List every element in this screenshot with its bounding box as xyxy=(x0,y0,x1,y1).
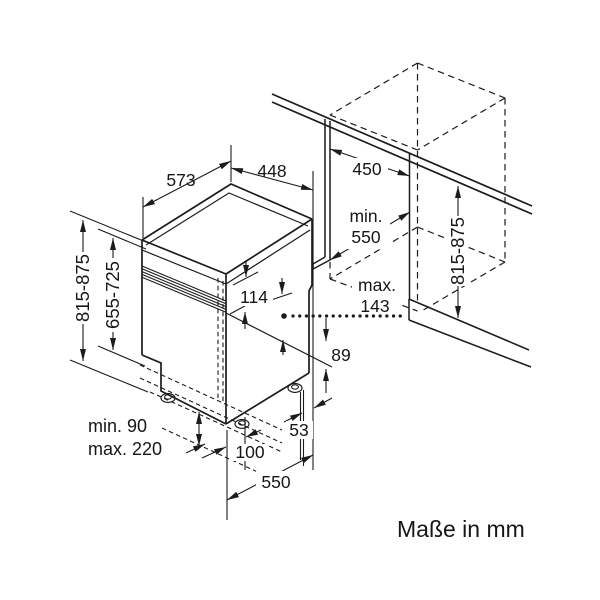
label-backgrounds xyxy=(73,158,467,491)
hinge-dotted-line xyxy=(281,313,406,319)
worktop xyxy=(271,93,533,215)
dim-niche-width: 450 xyxy=(352,159,381,179)
dim-top-width: 448 xyxy=(257,161,286,181)
dishwasher-body xyxy=(141,183,313,425)
control-panel-band xyxy=(141,265,227,313)
dim-height-range: 815-875 xyxy=(72,254,93,322)
dimension-labels: 573 448 450 min. 550 max. 143 114 89 53 … xyxy=(72,159,525,542)
dim-niche-height-range: 815-875 xyxy=(447,217,468,285)
dim-front-height-range: 655-725 xyxy=(102,261,123,329)
dim-door-max-value: 143 xyxy=(360,296,389,316)
dim-base-depth: 550 xyxy=(261,472,290,492)
dim-control-panel: 114 xyxy=(240,287,268,307)
dim-front-foot-offset: 100 xyxy=(235,442,264,462)
adjustable-feet xyxy=(160,382,303,430)
niche-plinth xyxy=(408,298,532,368)
dim-door-max-label: max. xyxy=(358,275,396,295)
dim-top-depth: 573 xyxy=(166,170,195,190)
units-note: Maße in mm xyxy=(397,516,525,542)
dim-plinth-max: max. 220 xyxy=(88,439,162,459)
niche-side-panel xyxy=(312,119,331,270)
dim-rear-clearance: 89 xyxy=(331,345,350,365)
dim-niche-depth-label: min. xyxy=(349,206,382,226)
dim-niche-depth-value: 550 xyxy=(351,227,380,247)
dim-rear-foot-offset: 53 xyxy=(289,420,308,440)
dim-plinth-min: min. 90 xyxy=(88,416,147,436)
extension-lines xyxy=(69,145,314,520)
